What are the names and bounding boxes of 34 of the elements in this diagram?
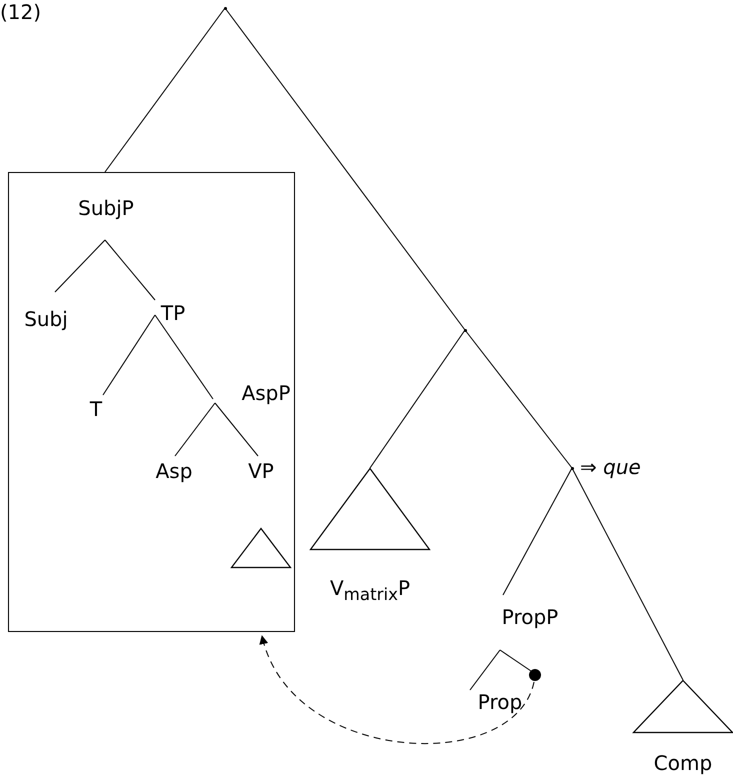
node-label: T bbox=[90, 397, 102, 421]
node-label: VP bbox=[248, 459, 274, 483]
tree-branch bbox=[572, 468, 684, 680]
node-label: Prop bbox=[478, 690, 522, 714]
tree-branch bbox=[174, 402, 216, 456]
dashed-arrow bbox=[260, 635, 534, 744]
tree-branch bbox=[154, 314, 214, 400]
tree-branch bbox=[104, 8, 226, 172]
branch-point bbox=[464, 329, 467, 332]
tree-branch bbox=[470, 650, 500, 690]
node-annotation: ⇒ que bbox=[580, 455, 641, 479]
dot-marker bbox=[529, 669, 541, 681]
branch-point bbox=[224, 7, 227, 10]
triangle-symbol bbox=[231, 528, 291, 568]
node-label: PropP bbox=[502, 605, 558, 629]
tree-branch bbox=[502, 468, 572, 596]
node-label: AspP bbox=[242, 381, 290, 405]
node-label: Asp bbox=[156, 459, 192, 483]
tree-branch bbox=[102, 314, 156, 396]
node-label: Comp bbox=[654, 751, 712, 775]
constituent-box bbox=[8, 172, 295, 632]
node-label: TP bbox=[160, 301, 186, 325]
node-label: SubjP bbox=[78, 196, 134, 220]
node-label: V$_{matrix}$P bbox=[330, 576, 410, 606]
branch-point bbox=[571, 467, 574, 470]
tree-branch bbox=[54, 240, 106, 292]
tree-branch bbox=[500, 650, 532, 672]
tree-branch bbox=[104, 240, 156, 300]
tree-branch bbox=[224, 8, 466, 330]
tree-branch bbox=[214, 402, 258, 456]
node-label: Subj bbox=[24, 307, 68, 331]
tree-branch bbox=[464, 330, 572, 468]
tree-branch bbox=[370, 330, 466, 468]
example-number: (12) bbox=[0, 0, 42, 24]
